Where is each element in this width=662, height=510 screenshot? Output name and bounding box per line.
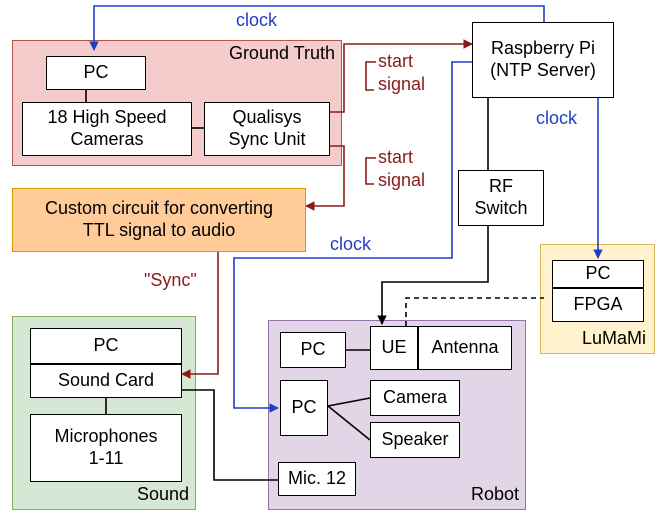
robot-title: Robot [470, 484, 519, 504]
qualisys-sync-unit-box: Qualisys Sync Unit [204, 102, 330, 156]
raspberry-pi-box: Raspberry Pi (NTP Server) [472, 22, 614, 98]
conn-pc-speaker [327, 405, 371, 441]
start-signal-line-top [330, 39, 473, 113]
camera-box: Camera [370, 380, 460, 416]
sound-pc-box: PC [30, 328, 182, 364]
converter-box: Custom circuit for converting TTL signal… [12, 188, 306, 252]
clock-label-mid: clock [330, 234, 372, 254]
robot-pc-box: PC [280, 380, 328, 436]
ue-box: UE [370, 326, 418, 370]
conn-ue-fpga-dashed [405, 297, 544, 326]
fpga-box: FPGA [552, 288, 644, 322]
clock-line-mid [233, 61, 472, 413]
start-bracket-bottom [365, 157, 376, 185]
rf-switch-box: RF Switch [458, 170, 544, 226]
conn-soundcard-mic12 [182, 389, 278, 481]
sound-title: Sound [136, 484, 189, 504]
start-signal-label-top: start signal [378, 51, 426, 95]
sync-line [181, 252, 219, 379]
lumami-pc-box: PC [552, 260, 644, 288]
ground-truth-pc-box: PC [46, 56, 146, 90]
ground-truth-title: Ground Truth [228, 43, 335, 63]
clock-label-top: clock [236, 10, 278, 30]
mic12-box: Mic. 12 [278, 462, 356, 496]
start-signal-line-bottom [305, 145, 345, 211]
conn-rf-ue [377, 226, 489, 325]
start-signal-label-bottom: start signal [378, 147, 426, 191]
speaker-box: Speaker [370, 422, 460, 458]
robot-pc-top-box: PC [280, 332, 346, 368]
clock-line-top [89, 5, 545, 51]
sync-label: "Sync" [144, 270, 197, 290]
sound-card-box: Sound Card [30, 364, 182, 398]
antenna-box: Antenna [418, 326, 512, 370]
microphones-box: Microphones 1-11 [30, 414, 182, 482]
clock-label-right: clock [536, 108, 578, 128]
conn-pc-camera [327, 397, 371, 407]
cameras-box: 18 High Speed Cameras [22, 102, 192, 156]
lumami-title: LuMaMi [581, 328, 646, 348]
start-bracket-top [365, 61, 376, 91]
